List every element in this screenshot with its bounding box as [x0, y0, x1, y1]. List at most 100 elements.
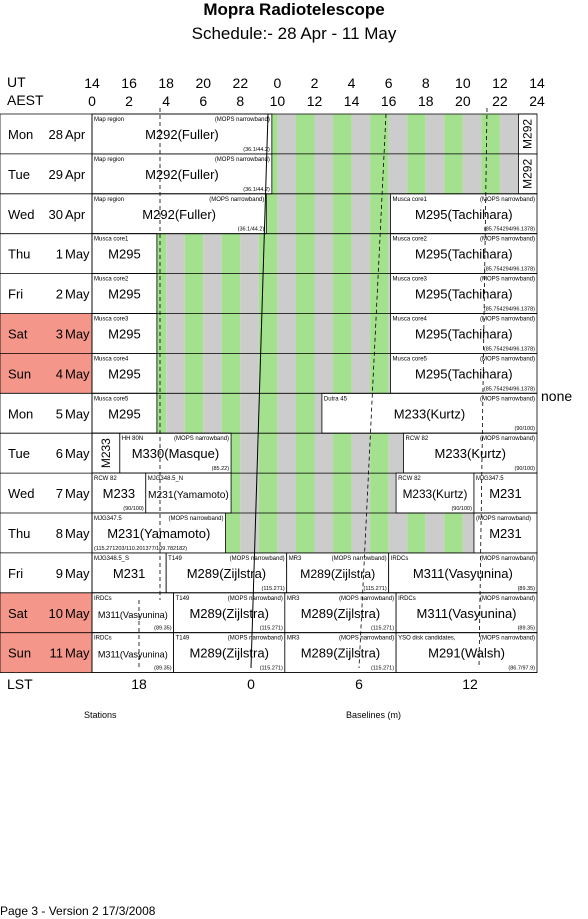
- day-month: May: [65, 606, 90, 621]
- block-code: M231: [489, 486, 522, 501]
- day-month: May: [65, 526, 90, 541]
- day-number: 11: [50, 646, 64, 661]
- observation-block: [390, 273, 538, 314]
- block-code: M295: [108, 287, 141, 302]
- day-name: Tue: [8, 446, 30, 461]
- day-name: Wed: [8, 207, 35, 222]
- aest-tick-label: 14: [344, 93, 360, 109]
- block-source: RCW 82: [406, 436, 429, 442]
- side-note: none: [541, 388, 573, 404]
- block-code: M231(Yamamoto): [148, 490, 229, 501]
- block-code: M295: [108, 366, 141, 381]
- observation-block: [284, 632, 397, 674]
- block-code: M292: [521, 159, 535, 189]
- page-footer: Page 3 - Version 2 17/3/2008: [0, 904, 156, 918]
- block-frequency: (85.22): [212, 466, 230, 472]
- observation-block: [91, 193, 267, 235]
- day-name: Fri: [8, 287, 23, 302]
- ut-label: UT: [7, 74, 26, 90]
- block-source: HH 80N: [122, 436, 143, 442]
- block-mode: (MOPS narrowband): [480, 556, 535, 562]
- ut-tick-label: 0: [274, 75, 282, 91]
- block-frequency: (115.271): [371, 666, 394, 672]
- observation-block: [91, 233, 158, 274]
- block-source: Map region: [94, 197, 124, 203]
- block-frequency: (115.271): [262, 586, 285, 592]
- block-frequency: (85.754294/96.1378): [484, 386, 535, 392]
- block-mode: (MOPS narrowband): [480, 396, 535, 402]
- block-mode: (MOPS narrowband): [209, 197, 264, 203]
- observation-block: [91, 432, 121, 474]
- block-frequency: (115.271): [364, 586, 387, 592]
- block-code: M233(Kurtz): [403, 487, 468, 501]
- block-code: M289(Zijlstra): [189, 606, 268, 621]
- block-code: M233(Kurtz): [434, 446, 506, 461]
- weekend-highlight: [0, 313, 92, 354]
- aest-tick-label: 8: [236, 93, 244, 109]
- block-source: Musca core5: [94, 396, 129, 402]
- block-frequency: (90/100): [515, 426, 536, 432]
- observation-block: [91, 632, 174, 674]
- block-frequency: (36.1/44.2): [238, 227, 265, 233]
- block-source: MJG348.5_S: [94, 556, 129, 562]
- observation-block: [473, 472, 538, 514]
- page-subtitle: Schedule:- 28 Apr - 11 May: [191, 24, 397, 43]
- weekend-highlight: [0, 353, 92, 394]
- block-source: MJG348.5_N: [148, 476, 183, 482]
- block-code: M289(Zijlstra): [187, 566, 266, 581]
- block-code: M330(Masque): [132, 446, 219, 461]
- day-number: 30: [49, 207, 63, 222]
- block-mode: (MOPS narrowband): [339, 636, 394, 642]
- aest-tick-label: 12: [307, 93, 323, 109]
- aest-tick-label: 18: [418, 93, 434, 109]
- observation-block: [173, 632, 286, 674]
- block-frequency: (89.35): [154, 626, 172, 632]
- ut-tick-label: 8: [422, 75, 430, 91]
- dashed-guide-line: [358, 113, 387, 669]
- lst-tick-label: 12: [462, 676, 478, 692]
- block-source: Musca core5: [393, 356, 428, 362]
- day-name: Mon: [8, 406, 33, 421]
- block-source: Musca core1: [94, 237, 129, 243]
- day-month: May: [65, 287, 90, 302]
- block-mode: (MOPS narrowband): [228, 596, 283, 602]
- block-source: RCW 82: [94, 476, 117, 482]
- block-source: IRDCs: [391, 556, 409, 562]
- block-source: Musca core3: [94, 317, 129, 323]
- block-source: IRDCs: [398, 596, 416, 602]
- block-code: M295: [108, 406, 141, 421]
- day-name: Sat: [8, 326, 28, 341]
- block-mode: (MOPS narrowband): [332, 556, 387, 562]
- block-code: M295(Tachihara): [415, 287, 513, 302]
- block-mode: (MOPS narrowband): [480, 197, 535, 203]
- block-source: Musca core1: [393, 197, 428, 203]
- observation-block: [91, 273, 158, 314]
- day-name: Mon: [8, 127, 33, 142]
- aest-tick-label: 4: [162, 93, 170, 109]
- ut-tick-label: 14: [84, 75, 100, 91]
- block-mode: (MOPS narrowband): [215, 117, 270, 123]
- block-code: M289(Zijlstra): [301, 646, 380, 661]
- block-frequency: (36.1/44.2): [243, 147, 270, 153]
- day-month: May: [65, 446, 90, 461]
- block-source: T149: [176, 596, 190, 602]
- day-name: Sun: [8, 366, 31, 381]
- day-name: Thu: [8, 247, 30, 262]
- block-source: Musca core2: [94, 277, 129, 283]
- day-month: Apr: [65, 127, 86, 142]
- block-source: Dutra 45: [324, 396, 348, 402]
- block-source: Musca core3: [393, 277, 428, 283]
- day-number: 4: [56, 366, 63, 381]
- sloped-guide-line: [250, 113, 269, 669]
- day-number: 28: [49, 127, 63, 142]
- block-code: M295(Tachihara): [415, 207, 513, 222]
- page-title: Mopra Radiotelescope: [203, 0, 385, 19]
- block-source: Musca core4: [393, 317, 428, 323]
- aest-tick-label: 0: [88, 93, 96, 109]
- aest-tick-label: 22: [492, 93, 508, 109]
- aest-tick-label: 10: [270, 93, 286, 109]
- day-month: May: [65, 366, 90, 381]
- block-source: T149: [168, 556, 182, 562]
- block-frequency: (89.35): [518, 626, 536, 632]
- block-code: M233: [103, 486, 136, 501]
